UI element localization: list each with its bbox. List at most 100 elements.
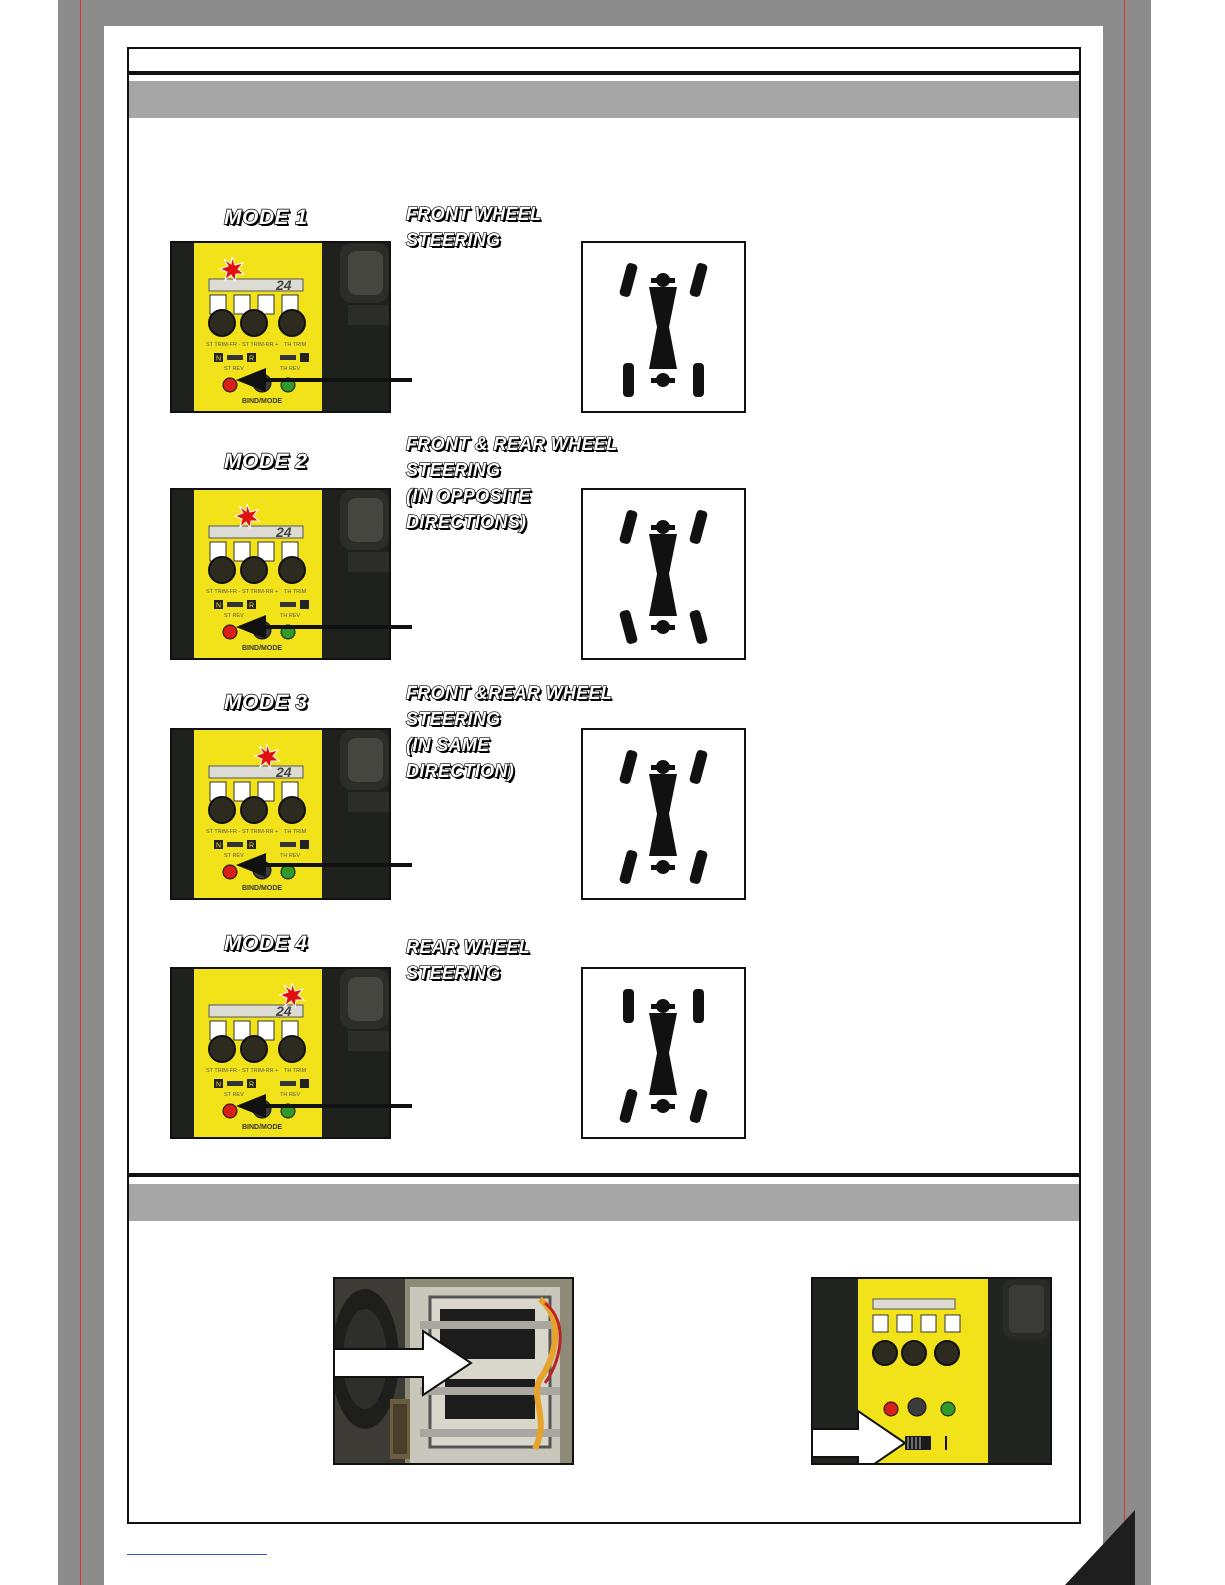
th-rev-label: TH REV	[280, 366, 301, 372]
mode-3-title: MODE 3	[223, 690, 308, 714]
chassis-shape	[649, 774, 677, 856]
st-rev-label: ST REV	[224, 613, 244, 619]
rear-axle	[619, 610, 708, 644]
mode-1-transmitter-photo: 24 ST TRIM-FR - ST TRIM-RR + TH TRIM N R…	[170, 241, 391, 413]
bind-mode-label: BIND/MODE	[242, 1124, 282, 1131]
trim-label: ST TRIM-RR +	[242, 829, 278, 835]
switch-r-label: R	[249, 843, 254, 850]
chassis-servo-illustration	[335, 1279, 572, 1463]
brand-number: 24	[275, 277, 292, 293]
bind-mode-pointer-arrow	[236, 368, 412, 392]
arrowhead-icon	[236, 853, 266, 877]
chassis-servo-photo	[333, 1277, 574, 1465]
mode-1-wheel-diagram	[581, 241, 746, 413]
transmitter-switch-photo	[811, 1277, 1052, 1465]
mode-3-wheel-diagram	[581, 728, 746, 900]
transmitter-illustration: 24 ST TRIM-FR - ST TRIM-RR + TH TRIM N R…	[172, 730, 389, 898]
th-rev-label: TH REV	[280, 613, 301, 619]
mode-3-description: FRONT &REAR WHEEL STEERING (IN SAME DIRE…	[405, 682, 613, 781]
page-frame-left	[58, 0, 104, 1585]
page-corner-tab	[1065, 1510, 1135, 1585]
front-axle	[623, 989, 704, 1023]
trim-knobs	[208, 309, 306, 337]
green-led	[280, 864, 296, 880]
rear-axle	[623, 363, 704, 397]
red-led	[222, 624, 238, 640]
chassis-shape	[649, 1013, 677, 1095]
bind-mode-label: BIND/MODE	[242, 398, 282, 405]
bind-mode-pointer-arrow	[236, 1094, 412, 1118]
st-rev-label: ST REV	[224, 1092, 244, 1098]
switch-r-label: R	[249, 356, 254, 363]
mode-1-description: FRONT WHEEL STEERING	[405, 203, 542, 250]
rear-axle	[619, 850, 708, 884]
arrowhead-icon	[236, 615, 266, 639]
lcd-strip	[208, 765, 304, 779]
active-mode-burst-icon	[218, 256, 246, 283]
mode-2-wheel-diagram	[581, 488, 746, 660]
bind-mode-label: BIND/MODE	[242, 885, 282, 892]
brand-number: 24	[275, 1003, 292, 1019]
mode-2-transmitter-photo: 24 ST TRIM-FR - ST TRIM-RR + TH TRIM N R…	[170, 488, 391, 660]
st-rev-label: ST REV	[224, 853, 244, 859]
vehicle-steering-diagram	[619, 750, 708, 884]
switch-n-label: N	[216, 603, 221, 610]
lcd-strip	[208, 525, 304, 539]
page-frame-top	[58, 0, 1151, 26]
section-rule-middle	[129, 1173, 1079, 1177]
trim-label: ST TRIM-RR +	[242, 589, 278, 595]
bind-mode-pointer-arrow	[236, 615, 412, 639]
trim-knobs	[208, 796, 306, 824]
mode-1-title: MODE 1	[223, 205, 308, 229]
chassis-shape	[649, 287, 677, 369]
lcd-strip	[208, 278, 304, 292]
lcd-strip	[208, 1004, 304, 1018]
transmitter-switch-illustration	[813, 1279, 1050, 1463]
mode-2-description: FRONT & REAR WHEEL STEERING (IN OPPOSITE…	[405, 433, 618, 532]
trim-label: TH TRIM	[284, 342, 307, 348]
section-band-steering-modes	[129, 81, 1079, 118]
vehicle-steering-diagram	[619, 989, 708, 1123]
mode-3-transmitter-photo: 24 ST TRIM-FR - ST TRIM-RR + TH TRIM N R…	[170, 728, 391, 900]
mode-4-wheel-diagram	[581, 967, 746, 1139]
section-rule-top	[129, 71, 1079, 75]
transmitter-illustration: 24 ST TRIM-FR - ST TRIM-RR + TH TRIM N R…	[172, 969, 389, 1137]
front-axle	[619, 750, 708, 784]
active-mode-burst-icon	[278, 982, 306, 1009]
trim-label: TH TRIM	[284, 589, 307, 595]
red-led	[222, 1103, 238, 1119]
switch-n-label: N	[216, 843, 221, 850]
switch-n-label: N	[216, 356, 221, 363]
mode-4-transmitter-photo: 24 ST TRIM-FR - ST TRIM-RR + TH TRIM N R…	[170, 967, 391, 1139]
th-rev-label: TH REV	[280, 853, 301, 859]
front-axle	[619, 263, 708, 297]
trim-knobs	[208, 556, 306, 584]
rear-axle	[619, 1089, 708, 1123]
trim-label: ST TRIM-RR +	[242, 342, 278, 348]
red-led	[222, 377, 238, 393]
trim-label: ST TRIM-RR +	[242, 1068, 278, 1074]
bind-mode-pointer-arrow	[236, 853, 412, 877]
chassis-shape	[649, 534, 677, 616]
red-led	[222, 864, 238, 880]
trim-label: ST TRIM-FR -	[206, 1068, 240, 1074]
section-band-servo-switch	[129, 1184, 1079, 1221]
page-frame-right	[1103, 0, 1151, 1585]
trim-label: ST TRIM-FR -	[206, 589, 240, 595]
content-frame	[127, 47, 1081, 1524]
mode-4-description: REAR WHEEL STEERING	[405, 936, 530, 983]
switch-r-label: R	[249, 603, 254, 610]
switch-n-label: N	[216, 1082, 221, 1089]
active-mode-burst-icon	[253, 743, 281, 770]
trim-knobs	[208, 1035, 306, 1063]
mode-4-title: MODE 4	[223, 931, 308, 955]
transmitter-illustration: 24 ST TRIM-FR - ST TRIM-RR + TH TRIM N R…	[172, 243, 389, 411]
vehicle-steering-diagram	[619, 263, 708, 397]
st-rev-label: ST REV	[224, 366, 244, 372]
trim-label: TH TRIM	[284, 829, 307, 835]
bind-mode-label: BIND/MODE	[242, 645, 282, 652]
mode-2-title: MODE 2	[223, 449, 308, 473]
footer-link-line	[127, 1554, 267, 1555]
active-mode-burst-icon	[233, 503, 261, 530]
trim-label: ST TRIM-FR -	[206, 342, 240, 348]
